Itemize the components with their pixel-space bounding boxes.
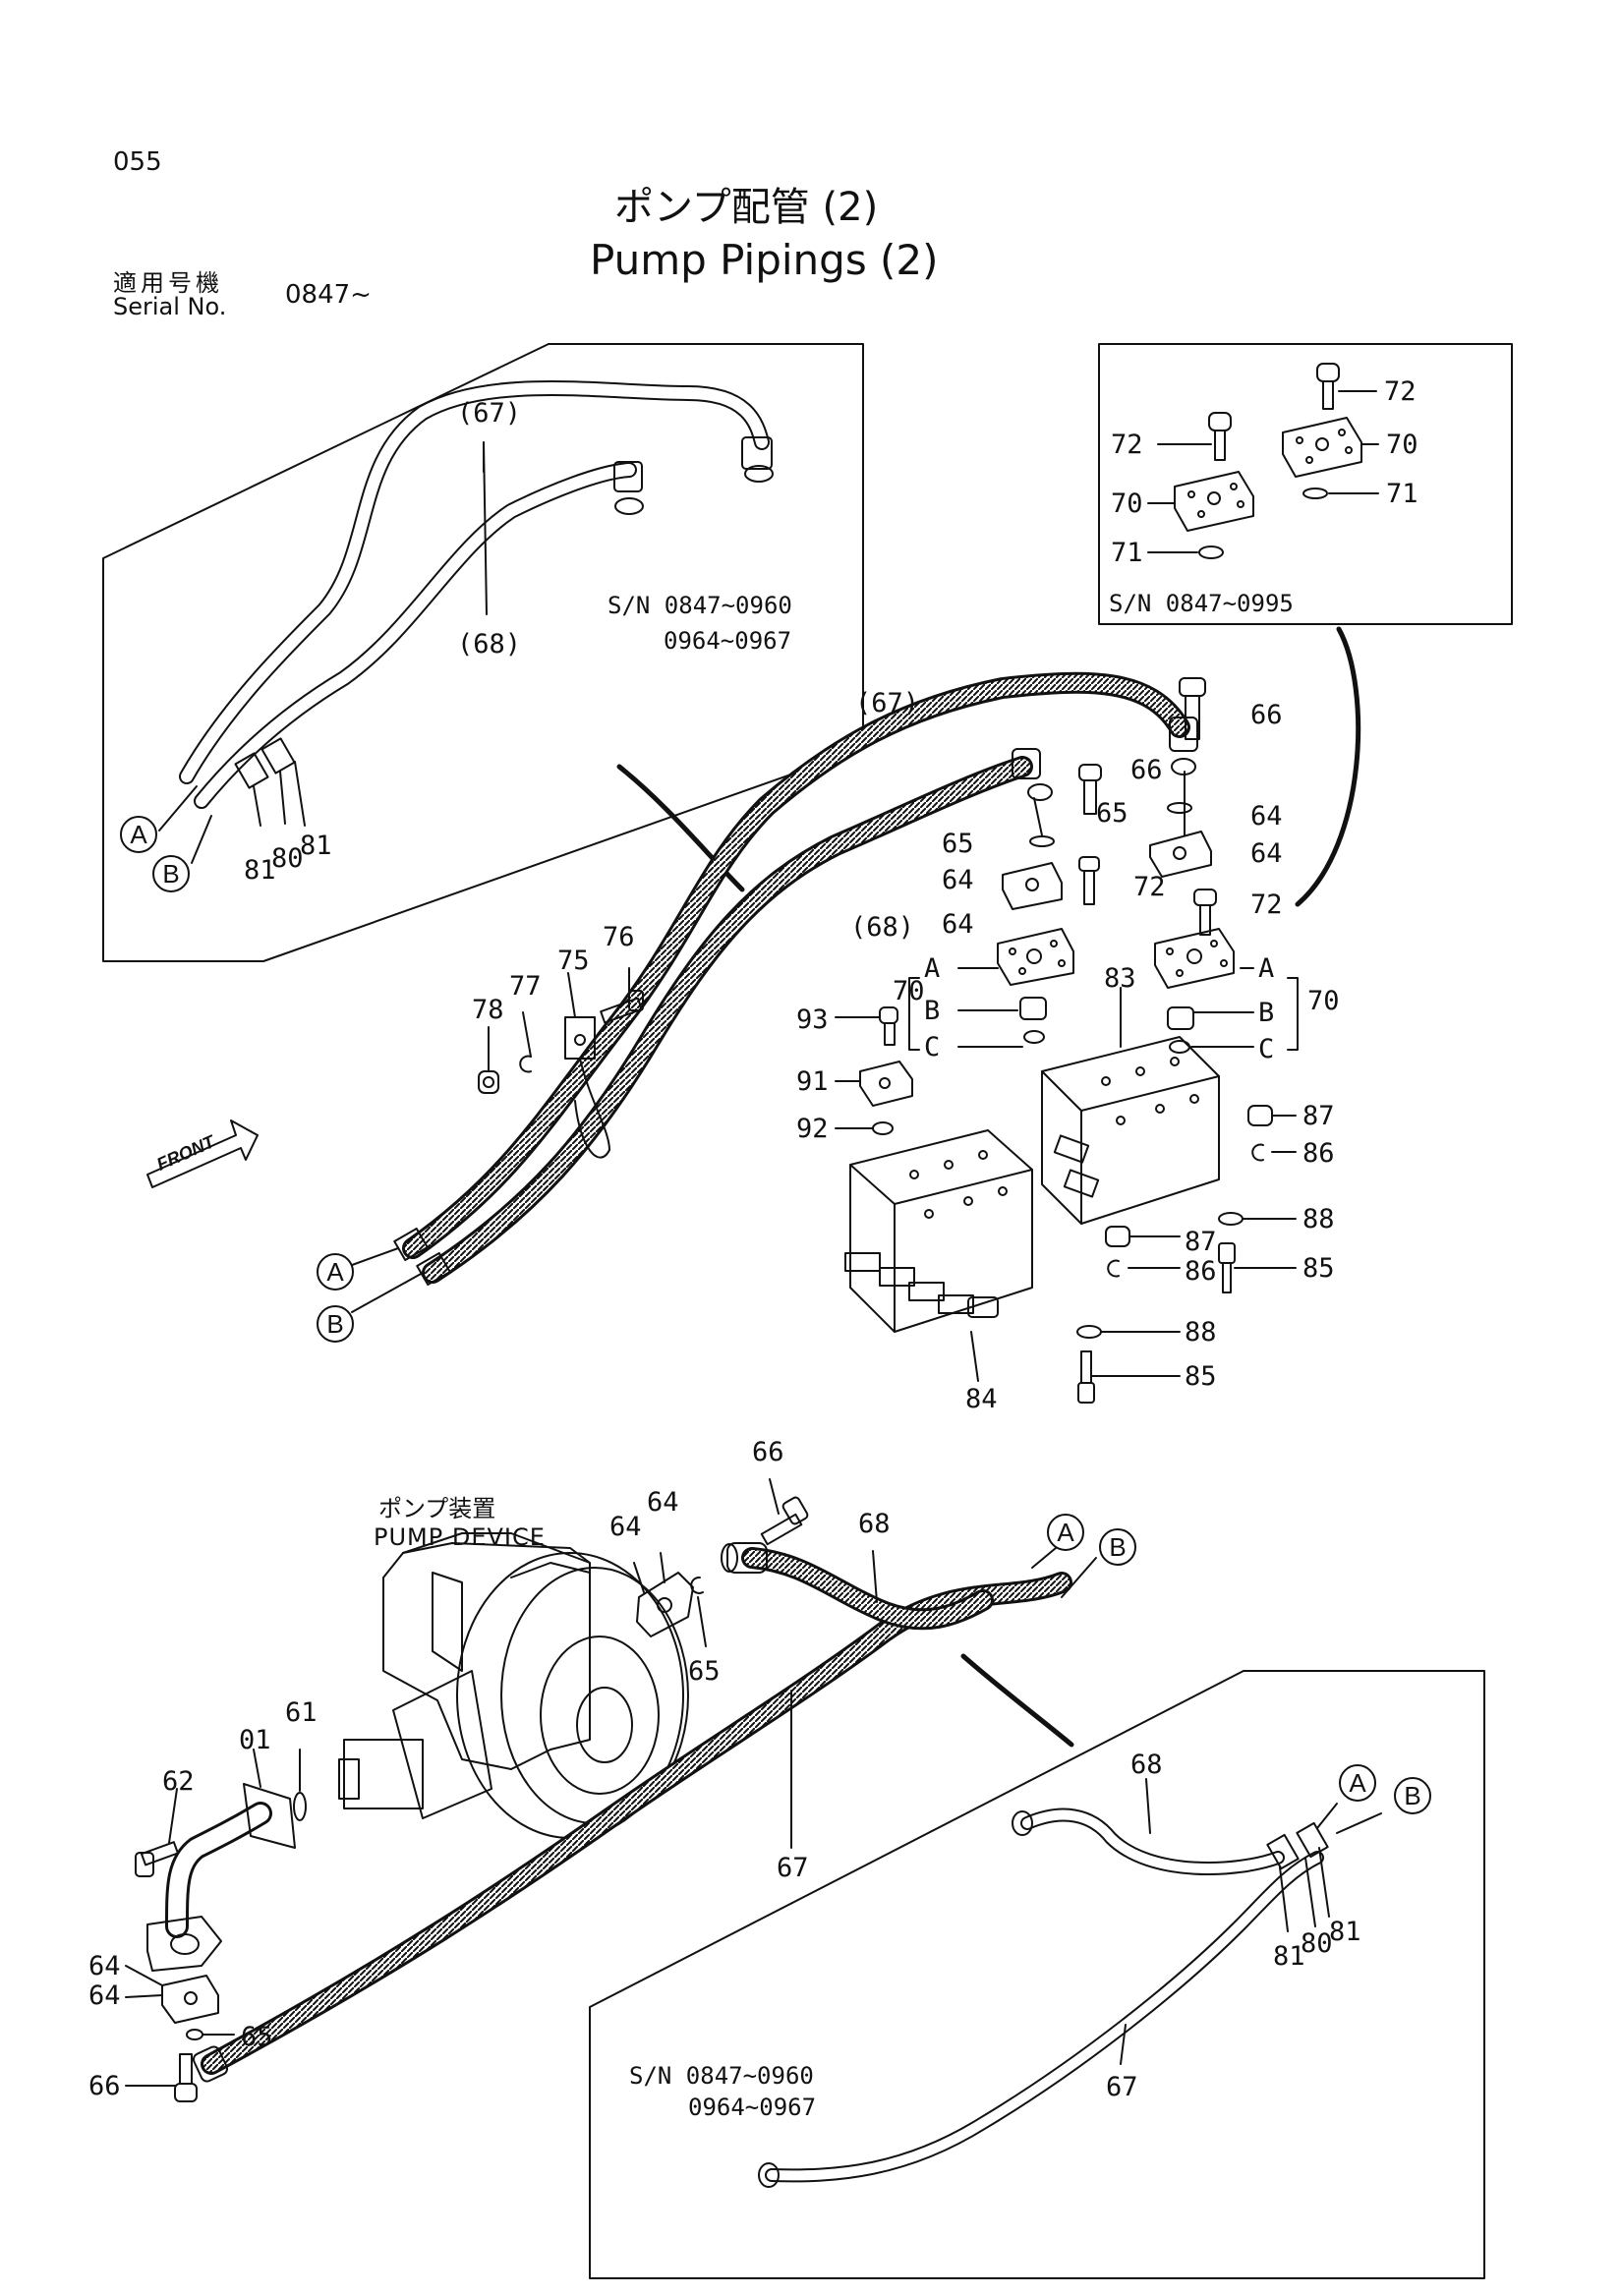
part-label-a: A: [924, 953, 941, 984]
part-label-66: 66: [1250, 700, 1283, 730]
inset-topleft-sn-2: 0964~0967: [664, 627, 792, 655]
part-label-65: 65: [942, 829, 974, 859]
callout-circle-b: B: [1394, 1777, 1431, 1814]
part-label-64: 64: [647, 1487, 679, 1518]
part-label-65: 65: [241, 2022, 273, 2052]
part-label-66: 66: [752, 1437, 784, 1467]
part-label-b: B: [924, 996, 941, 1026]
part-label-71: 71: [1111, 538, 1143, 568]
part-label-67: (67): [855, 688, 920, 718]
part-label-81: 81: [1329, 1917, 1361, 1947]
part-label-76: 76: [603, 922, 635, 952]
part-label-72: 72: [1384, 376, 1417, 407]
part-label-01: 01: [239, 1725, 271, 1755]
part-label-72: 72: [1250, 890, 1283, 920]
pump-label-english: PUMP DEVICE: [374, 1523, 546, 1551]
part-label-64: 64: [609, 1512, 642, 1542]
part-label-77: 77: [509, 971, 542, 1002]
part-label-80: 80: [271, 843, 304, 874]
callout-circle-b: B: [1099, 1528, 1136, 1566]
part-label-64: 64: [88, 1980, 121, 2011]
inset-topleft-sn-1: S/N 0847~0960: [608, 592, 792, 619]
part-label-70: 70: [1386, 430, 1418, 460]
part-label-c: C: [924, 1032, 941, 1062]
part-label-66: 66: [1130, 755, 1163, 785]
part-label-64: 64: [1250, 801, 1283, 832]
part-label-86: 86: [1185, 1256, 1217, 1287]
callout-circle-a: A: [317, 1253, 354, 1291]
part-label-80: 80: [1301, 1928, 1333, 1959]
callout-circle-a: A: [120, 816, 157, 853]
inset-topright-sn: S/N 0847~0995: [1109, 590, 1294, 617]
part-label-70: 70: [1307, 986, 1340, 1016]
part-label-67: 67: [1106, 2072, 1138, 2102]
part-label-81: 81: [1273, 1941, 1305, 1972]
part-label-78: 78: [472, 995, 504, 1025]
hose-68-inset: [194, 462, 637, 809]
inset-bottom-sn-1: S/N 0847~0960: [629, 2062, 814, 2090]
part-label-81: 81: [244, 855, 276, 886]
part-label-68: (68): [457, 629, 522, 660]
callout-circle-b: B: [317, 1305, 354, 1343]
part-label-67: (67): [457, 398, 522, 429]
part-label-88: 88: [1302, 1204, 1335, 1234]
part-label-70: 70: [1111, 488, 1143, 519]
part-label-65: 65: [1096, 798, 1128, 829]
part-label-64: 64: [88, 1951, 121, 1981]
serial-range: 0847~: [285, 280, 372, 310]
part-label-64: 64: [942, 909, 974, 940]
callout-circle-a: A: [1339, 1764, 1376, 1802]
pump-label-japanese: ポンプ装置: [378, 1495, 496, 1522]
part-label-66: 66: [88, 2071, 121, 2101]
part-label-75: 75: [557, 946, 590, 976]
inset-bottom-sn-2: 0964~0967: [688, 2094, 817, 2121]
part-label-a: A: [1258, 953, 1275, 984]
part-label-84: 84: [965, 1384, 998, 1414]
hose-67-inset-bottom: [765, 1851, 1324, 2183]
page-number: 055: [113, 147, 162, 177]
part-label-68: (68): [850, 912, 915, 943]
part-label-67: 67: [777, 1853, 809, 1883]
part-label-92: 92: [796, 1114, 829, 1144]
part-label-68: 68: [1130, 1750, 1163, 1780]
part-label-64: 64: [1250, 838, 1283, 869]
part-label-70: 70: [893, 976, 925, 1006]
part-label-62: 62: [162, 1766, 195, 1797]
part-label-93: 93: [796, 1004, 829, 1035]
part-label-c: C: [1258, 1034, 1275, 1064]
part-label-86: 86: [1302, 1138, 1335, 1169]
part-label-88: 88: [1185, 1317, 1217, 1348]
part-label-72: 72: [1133, 872, 1166, 902]
hose-67-inset: [179, 380, 770, 784]
part-label-71: 71: [1386, 479, 1418, 509]
front-arrow: [146, 1119, 259, 1188]
part-label-83: 83: [1104, 963, 1136, 994]
part-label-64: 64: [942, 865, 974, 895]
inset-frame-topright: [1098, 343, 1513, 625]
control-valve-83: [1041, 1036, 1220, 1225]
pump-device: [382, 1542, 591, 1770]
part-label-65: 65: [688, 1656, 721, 1687]
callout-circle-a: A: [1047, 1514, 1084, 1551]
inset-frame-bottom: [589, 1670, 1485, 2279]
title-english: Pump Pipings (2): [590, 236, 939, 284]
part-label-87: 87: [1185, 1227, 1217, 1257]
control-valve-84: [849, 1129, 1033, 1333]
title-japanese: ポンプ配管 (2): [614, 185, 879, 230]
serial-label-english: Serial No.: [113, 293, 227, 320]
part-label-61: 61: [285, 1697, 318, 1728]
part-label-b: B: [1258, 998, 1275, 1028]
part-label-72: 72: [1111, 430, 1143, 460]
part-label-85: 85: [1185, 1361, 1217, 1392]
part-label-68: 68: [858, 1509, 891, 1539]
part-label-87: 87: [1302, 1101, 1335, 1131]
part-label-85: 85: [1302, 1253, 1335, 1284]
serial-label-japanese: 適用号機: [113, 269, 223, 297]
part-label-81: 81: [300, 831, 332, 861]
callout-circle-b: B: [152, 855, 190, 892]
part-label-91: 91: [796, 1066, 829, 1097]
